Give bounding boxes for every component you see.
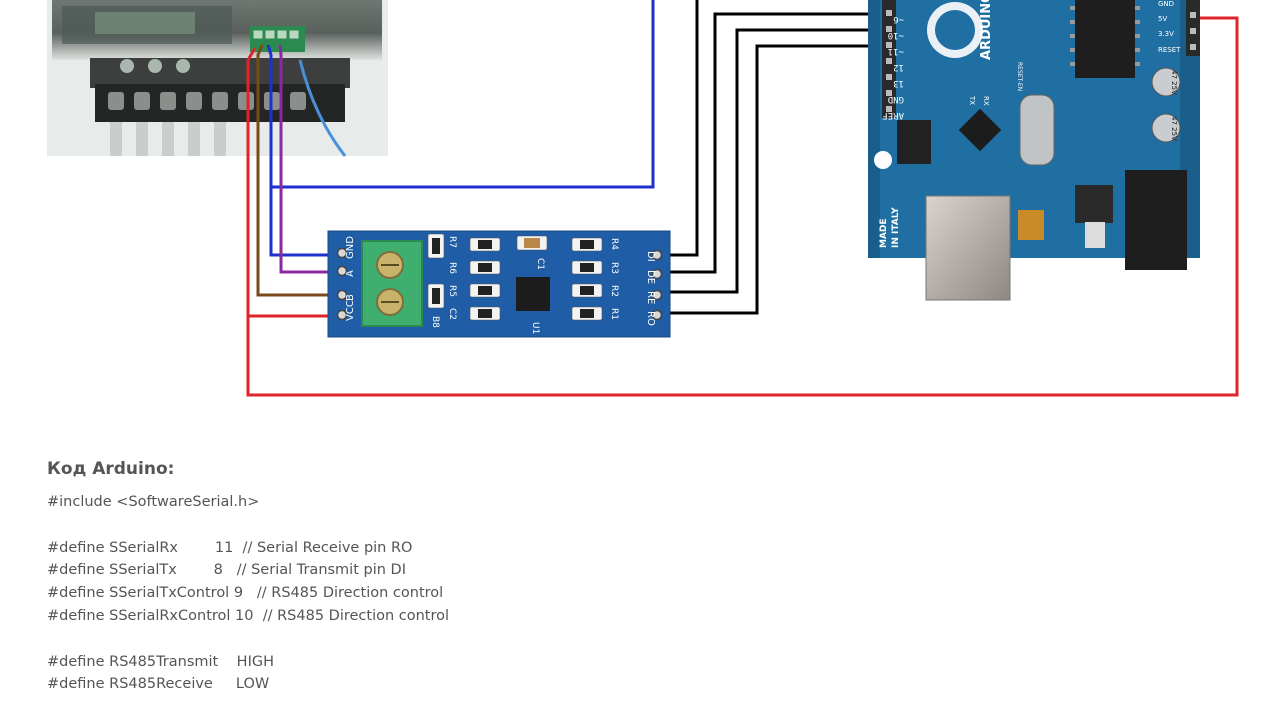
rs485-pin-label: B [345,294,356,301]
rs485-component-label: R2 [609,285,619,297]
section-title: Код Arduino: [47,459,175,479]
rs485-component-label: C2 [447,308,457,320]
arduino-power-pin-label: 5V [1158,15,1167,23]
code-line: #define SSerialTxControl 9 // RS485 Dire… [47,585,444,602]
rs485-pin-label: RO [645,311,656,326]
arduino-made-label: IN ITALY [891,207,901,248]
arduino-brand: ARDUINO [979,0,994,60]
code-line: #define SSerialTx 8 // Serial Transmit p… [47,562,406,579]
rs485-pin-a [336,265,348,277]
arduino-power-pin-label: RESET [1158,46,1181,54]
arduino-power-pin-label: GND [1158,0,1174,8]
wire-black-ro [668,44,890,315]
rs485-pin-label: VCC [345,300,356,321]
arduino-misc-label: TX [968,95,976,105]
wire-purple-a [278,44,330,274]
rs485-component-label: R4 [609,238,619,250]
rs485-pin-label: DI [645,251,656,262]
code-line: #include <SoftwareSerial.h> [47,494,260,510]
rs485-pin-re [651,289,663,301]
wire-black-di [668,0,699,257]
arduino-misc-label: RESET-EN [1016,62,1023,91]
rs485-pin-label: A [345,270,356,277]
rs485-component-label: R3 [609,262,619,274]
arduino-digital-pin-label: GND [888,94,904,104]
wire-black-re [668,28,890,294]
arduino-digital-pin-label: ~6 [893,14,904,24]
rs485-component-label: R5 [447,285,457,297]
wire-brown-b [256,44,330,297]
code-line [47,628,449,651]
rs485-component-label: R6 [447,262,457,274]
arduino-digital-pin-label: 12 [893,62,904,72]
rs485-pin-de [651,268,663,280]
rs485-pin-label: RE [645,291,656,304]
rs485-pin-gnd [336,247,348,259]
rs485-pin-label: GND [345,236,356,259]
code-line: #define RS485Transmit HIGH [47,653,274,670]
arduino-digital-pin-label: 13 [893,78,904,88]
wire-blue-controller [266,44,273,187]
code-line: #define SSerialRx 11 // Serial Receive p… [47,539,413,556]
rs485-pin-vcc [336,309,348,321]
rs485-component-label: R7 [447,236,457,248]
rs485-component-label: U1 [530,322,540,334]
rs485-pin-ro [651,309,663,321]
capacitor-label: 47 25V [1170,116,1178,141]
arduino-digital-pin-label: AREF [882,110,904,120]
rs485-pin-label: DE [645,270,656,284]
code-line: #define SSerialRxControl 10 // RS485 Dir… [47,607,450,624]
rs485-component-label: B8 [430,316,440,328]
wire-red-vcc [246,47,330,318]
controller-photo [47,0,388,157]
code-block: #include <SoftwareSerial.h> #define SSeri… [47,491,449,696]
code-line [47,514,449,537]
arduino-made-label: MADE [879,218,889,248]
arduino-misc-label: RX [982,96,990,106]
code-line: #define RS485Receive LOW [47,676,270,693]
arduino-power-pin-label: 3.3V [1158,30,1174,38]
capacitor-label: 47 25V [1170,70,1178,95]
arduino-digital-pin-label: ~10 [888,30,904,40]
arduino-digital-pin-label: ~11 [888,46,904,56]
rs485-component-label: R1 [609,308,619,320]
wire-black-de [668,12,890,274]
rs485-pin-b [336,289,348,301]
rs485-component-label: C1 [535,258,545,270]
rs485-pin-di [651,249,663,261]
wire-red-5v [246,16,1239,397]
